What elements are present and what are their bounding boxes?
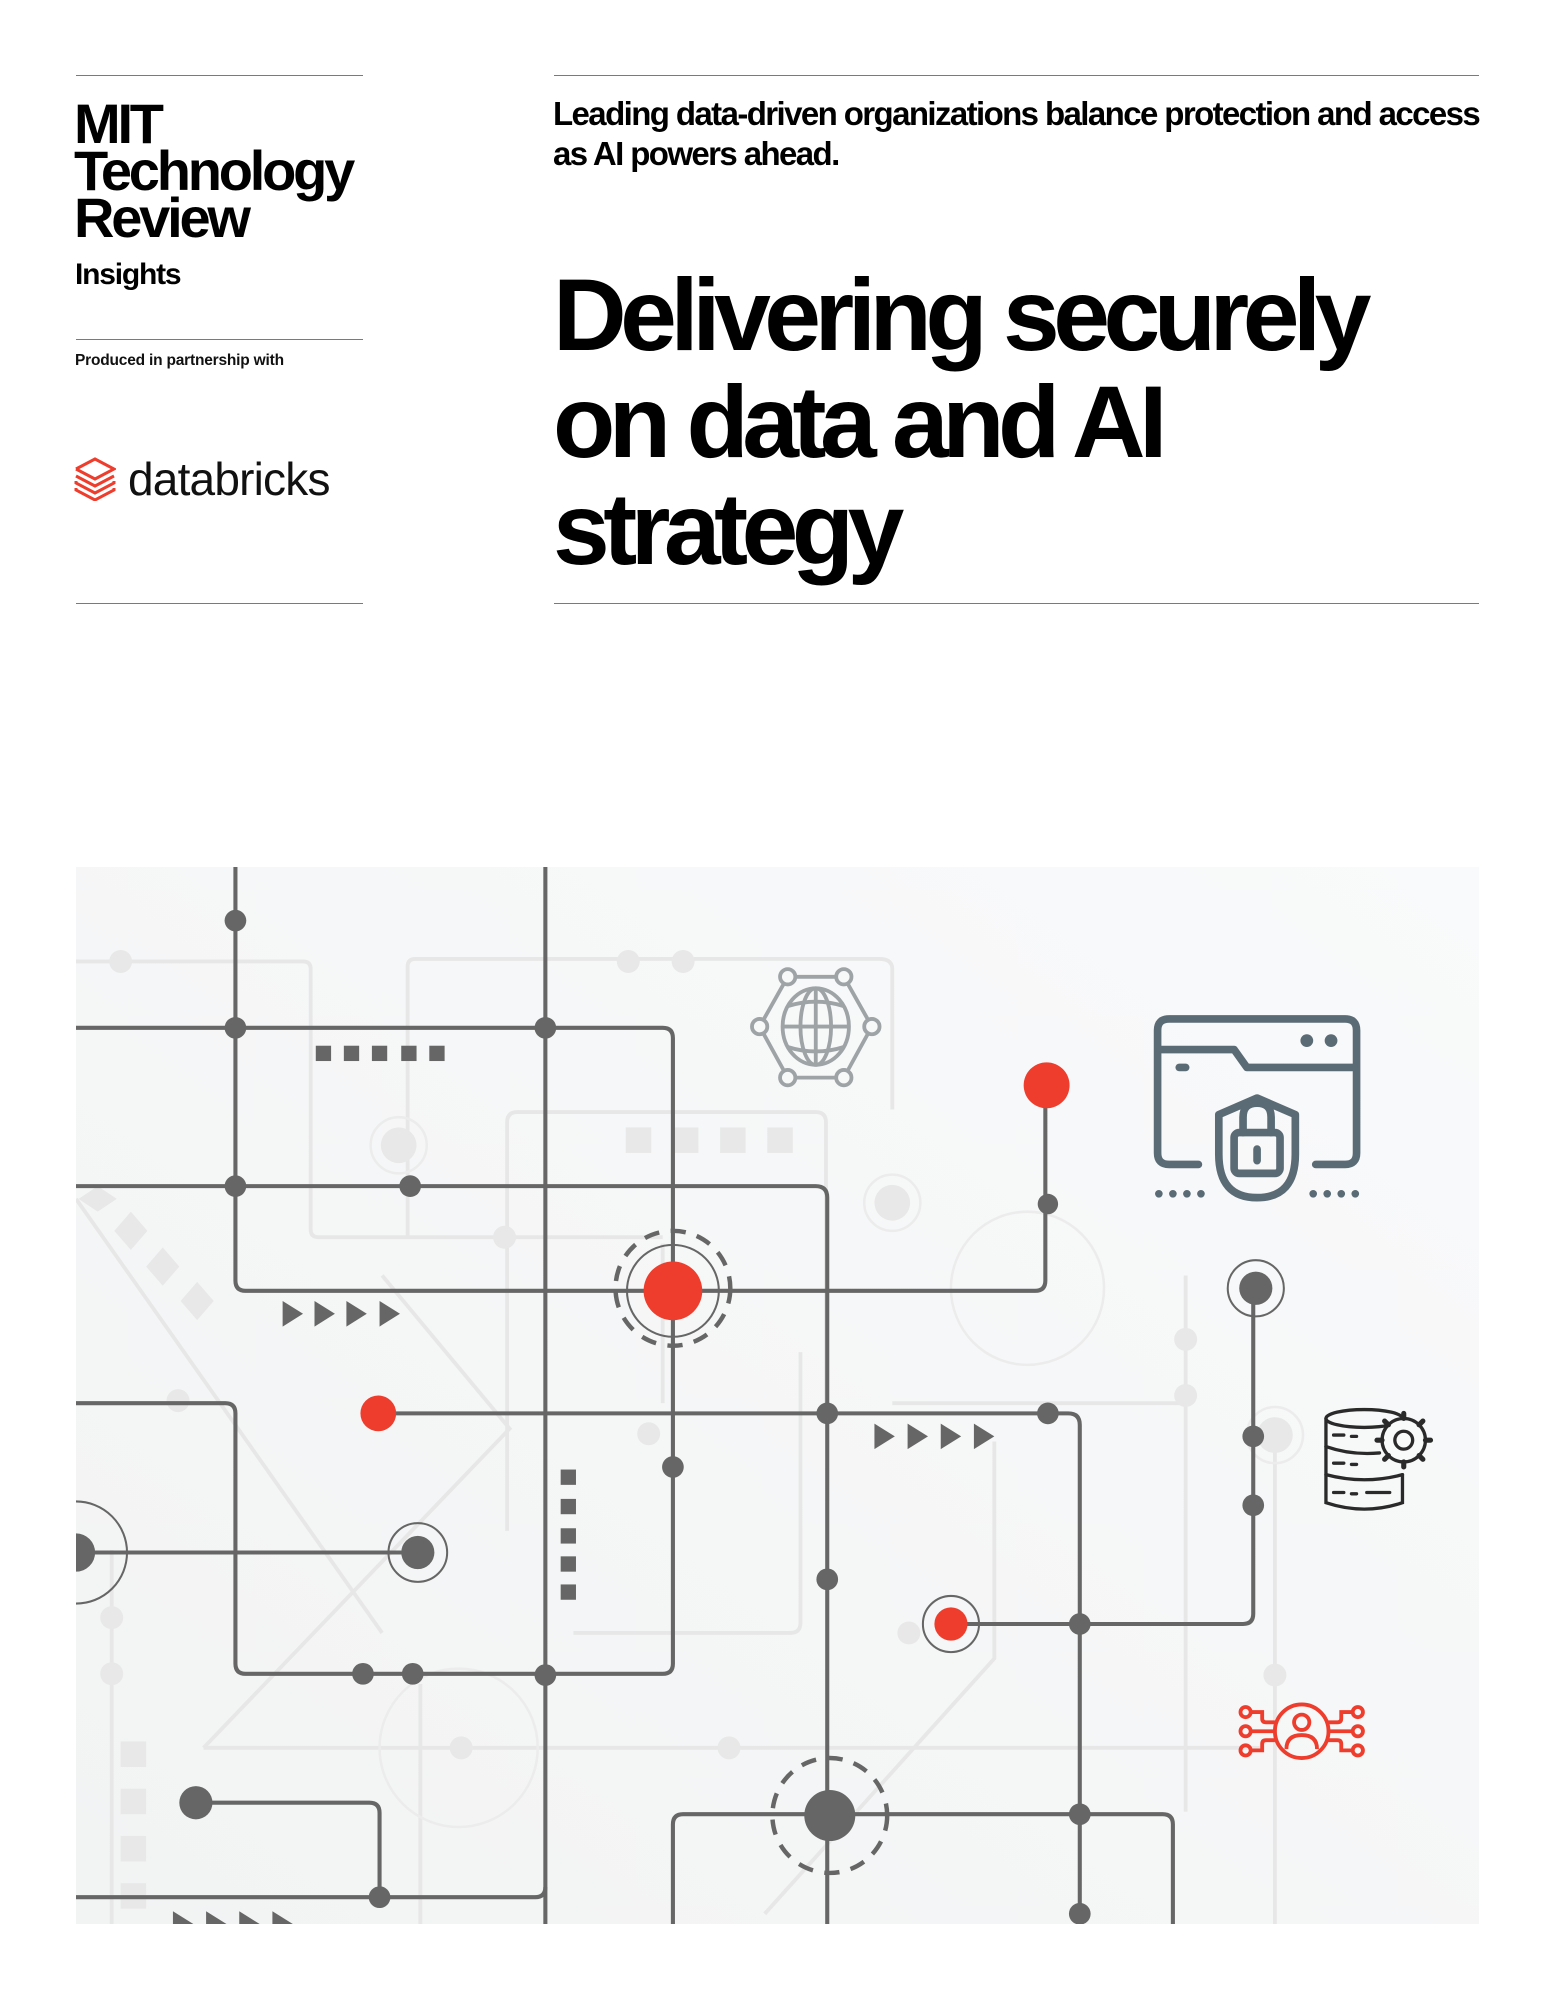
logo-line-3: Review [74,186,251,249]
right-top-rule [554,75,1479,76]
layered-bricks-icon [74,457,116,501]
left-bottom-rule [76,603,363,604]
circuit-illustration [76,867,1479,1924]
title-line-1: Delivering securely [553,258,1371,372]
databricks-logo: databricks [74,454,330,504]
title-line-2: on data and AI [553,365,1167,479]
browser-shield-lock-icon [1153,1015,1361,1202]
logo-line-1: MIT [74,92,164,155]
title-line-3: strategy [553,472,904,586]
globe-network-icon [750,967,882,1088]
logo-insights: Insights [75,258,182,291]
database-gear-icon [1324,1407,1434,1511]
cover-title: Delivering securely on data and AI strat… [553,262,1493,583]
left-top-rule [76,75,363,76]
partner-name: databricks [128,453,330,505]
left-middle-rule [76,339,363,340]
mit-technology-review-logo: MIT Technology Review [74,92,355,249]
user-network-icon [1238,1702,1365,1760]
right-bottom-rule [554,603,1479,604]
partnership-label: Produced in partnership with [75,352,284,369]
logo-line-2: Technology [74,139,355,202]
cover-subtitle: Leading data-driven organizations balanc… [553,95,1481,172]
